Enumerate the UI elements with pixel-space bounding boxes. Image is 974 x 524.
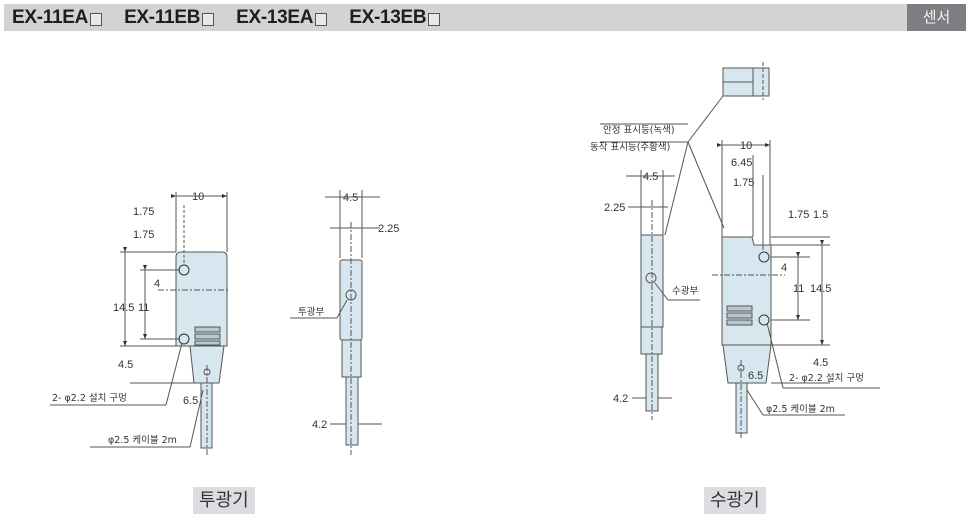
emitter-caption: 투광기 <box>193 487 255 514</box>
receiver-front-view <box>712 140 880 440</box>
svg-text:4: 4 <box>154 278 160 290</box>
receiver-indicator-labels: 안정 표시등(녹색) 동작 표시등(주황색) <box>590 125 675 153</box>
svg-text:4.5: 4.5 <box>343 192 358 204</box>
svg-text:수광부: 수광부 <box>672 285 698 297</box>
model-ex-11eb: EX-11EB <box>124 6 215 30</box>
svg-text:1.75: 1.75 <box>733 177 754 189</box>
svg-text:1.75: 1.75 <box>788 209 809 221</box>
svg-text:4.5: 4.5 <box>118 359 133 371</box>
svg-text:4: 4 <box>781 262 787 274</box>
svg-text:φ2.5 케이블 2m: φ2.5 케이블 2m <box>766 404 835 415</box>
emitter-side-dimensions: 4.5 2.25 투광부 4.2 <box>298 192 399 431</box>
svg-text:φ2.5 케이블 2m: φ2.5 케이블 2m <box>108 435 177 446</box>
svg-text:6.5: 6.5 <box>183 395 198 407</box>
svg-text:4.5: 4.5 <box>813 357 828 369</box>
svg-text:2- φ2.2 설치 구멍: 2- φ2.2 설치 구멍 <box>789 372 864 384</box>
svg-text:10: 10 <box>192 191 204 203</box>
emitter-front-view <box>50 192 230 455</box>
svg-text:2.25: 2.25 <box>604 202 625 214</box>
model-label: EX-13EA <box>236 7 314 28</box>
svg-text:투광부: 투광부 <box>298 306 324 318</box>
svg-text:4.2: 4.2 <box>312 419 327 431</box>
model-ex-13eb: EX-13EB <box>349 6 441 30</box>
svg-text:14.5: 14.5 <box>810 283 831 295</box>
empty-box-icon <box>315 12 328 26</box>
svg-text:1.75: 1.75 <box>133 206 154 218</box>
model-ex-11ea: EX-11EA <box>12 6 103 30</box>
svg-text:1.5: 1.5 <box>813 209 828 221</box>
svg-text:11: 11 <box>138 302 149 314</box>
receiver-caption: 수광기 <box>704 487 766 514</box>
receiver-side-dimensions: 4.5 2.25 수광부 4.2 <box>604 171 698 405</box>
model-label: EX-11EB <box>124 7 201 28</box>
model-label: EX-13EB <box>349 7 427 28</box>
receiver-side-view <box>626 170 700 420</box>
svg-text:6.5: 6.5 <box>748 370 763 382</box>
svg-text:4.5: 4.5 <box>643 171 658 183</box>
header-bar: EX-11EA EX-11EB EX-13EA EX-13EB 센서 <box>4 4 966 31</box>
category-badge: 센서 <box>907 4 966 31</box>
svg-text:안정 표시등(녹색): 안정 표시등(녹색) <box>603 125 675 136</box>
svg-text:1.75: 1.75 <box>133 229 154 241</box>
svg-text:4.2: 4.2 <box>613 393 628 405</box>
empty-box-icon <box>428 12 441 26</box>
emitter-side-view <box>290 190 382 455</box>
svg-text:2- φ2.2 설치 구멍: 2- φ2.2 설치 구멍 <box>52 392 127 404</box>
empty-box-icon <box>90 12 103 26</box>
svg-text:2.25: 2.25 <box>378 223 399 235</box>
model-list: EX-11EA EX-11EB EX-13EA EX-13EB <box>12 6 441 30</box>
svg-text:6.45: 6.45 <box>731 157 752 169</box>
model-label: EX-11EA <box>12 7 89 28</box>
model-ex-13ea: EX-13EA <box>236 6 328 30</box>
receiver-front-dimensions: 10 6.45 1.75 1.75 1.5 4 11 14.5 4.5 6.5 … <box>731 140 864 415</box>
svg-text:14.5: 14.5 <box>113 302 134 314</box>
svg-text:10: 10 <box>740 140 752 152</box>
emitter-front-dimensions: 10 1.75 1.75 4 14.5 11 4.5 6.5 2- φ2.2 설… <box>52 191 204 446</box>
svg-text:동작 표시등(주황색): 동작 표시등(주황색) <box>590 142 670 153</box>
empty-box-icon <box>202 12 215 26</box>
svg-text:11: 11 <box>793 283 804 295</box>
receiver-indicator-detail <box>600 62 770 236</box>
